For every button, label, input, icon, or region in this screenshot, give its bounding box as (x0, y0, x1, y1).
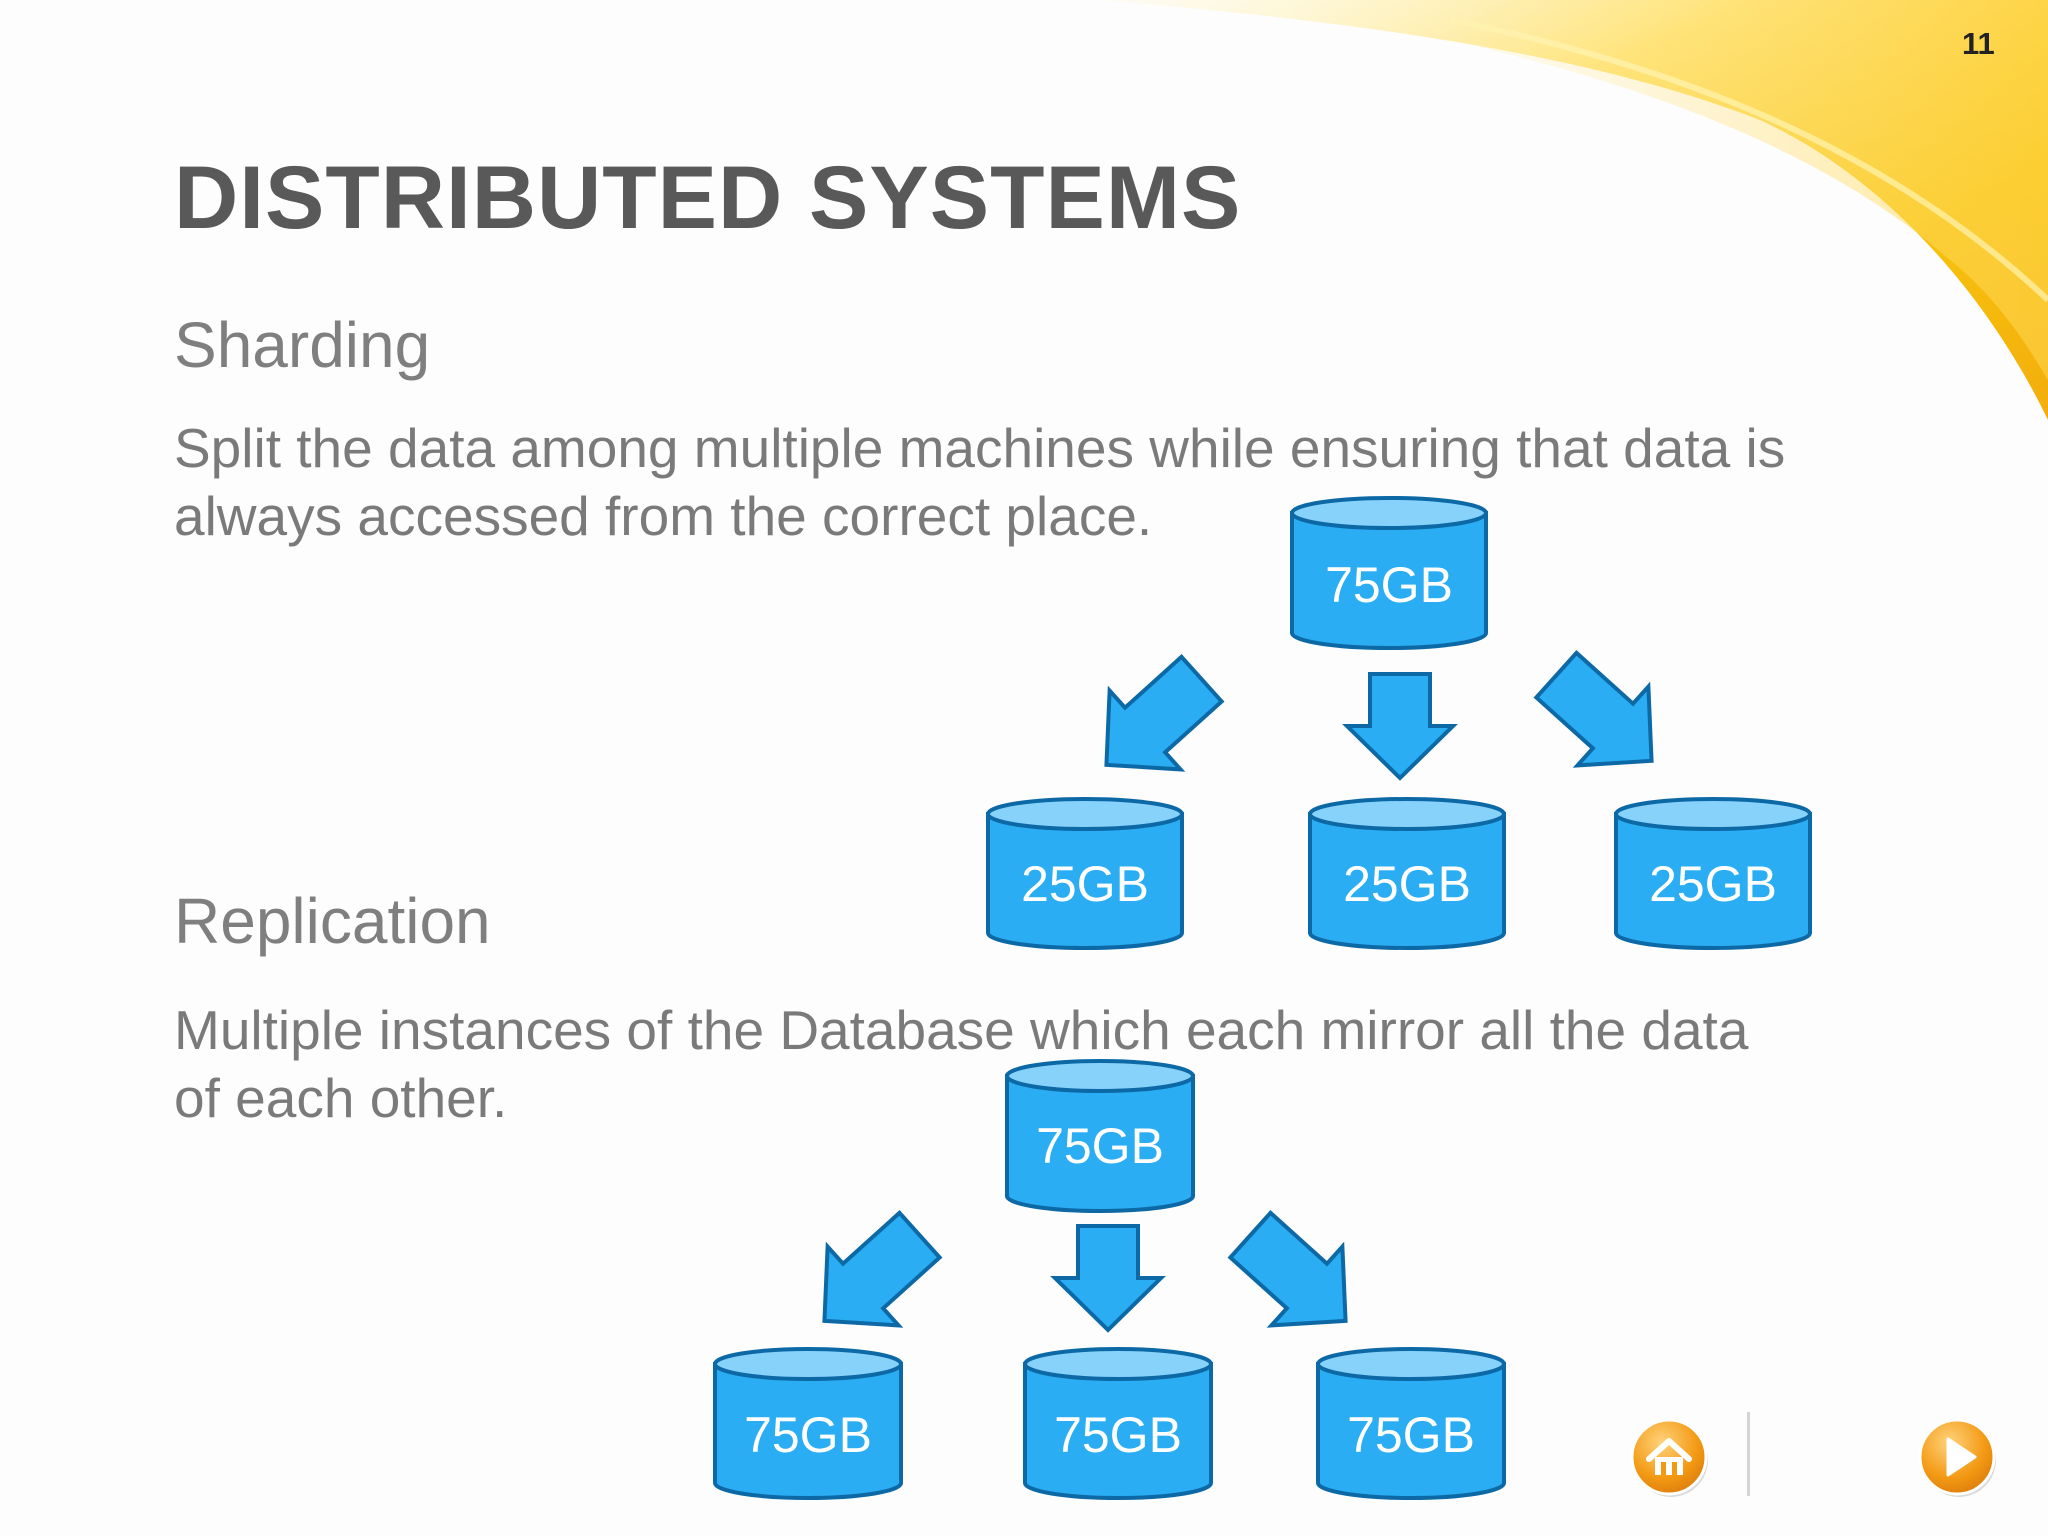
sharding-target-database-1 (986, 797, 1184, 950)
sharding-description: Split the data among multiple machines w… (174, 414, 1785, 550)
play-triangle-icon (1946, 1437, 1977, 1477)
replication-target-db-label-3: 75GB (1347, 1407, 1475, 1463)
sharding-description-line-1: Split the data among multiple machines w… (174, 417, 1786, 479)
nav-divider (1747, 1412, 1750, 1496)
replication-target-database-3 (1316, 1347, 1506, 1500)
replication-source-database (1005, 1059, 1195, 1213)
sharding-source-database (1290, 496, 1488, 650)
sharding-arrow-down (1342, 672, 1458, 781)
replication-arrow-down (1050, 1224, 1166, 1333)
sharding-target-db-label-1: 25GB (1021, 856, 1149, 912)
replication-arrow-left (822, 1210, 943, 1328)
sharding-description-line-2: always accessed from the correct place. (174, 485, 1153, 547)
replication-source-db-label: 75GB (1036, 1118, 1164, 1174)
sharding-target-database-3 (1614, 797, 1812, 950)
sharding-target-database-2 (1308, 797, 1506, 950)
replication-target-database-2 (1023, 1347, 1213, 1500)
sharding-arrow-left (1104, 654, 1225, 772)
slide-number: 11 (1962, 26, 1995, 61)
next-slide-button[interactable] (1917, 1417, 1997, 1497)
replication-heading: Replication (174, 885, 491, 957)
sharding-target-db-label-2: 25GB (1343, 856, 1471, 912)
sharding-target-db-label-3: 25GB (1649, 856, 1777, 912)
replication-description-line-2: of each other. (174, 1067, 508, 1129)
replication-arrow-right (1227, 1210, 1348, 1328)
replication-target-database-1 (713, 1347, 903, 1500)
home-icon (1646, 1438, 1692, 1475)
replication-description-line-1: Multiple instances of the Database which… (174, 999, 1749, 1061)
replication-target-db-label-2: 75GB (1054, 1407, 1182, 1463)
replication-target-db-label-1: 75GB (744, 1407, 872, 1463)
home-button[interactable] (1629, 1417, 1709, 1497)
slide-title: DISTRIBUTED SYSTEMS (174, 147, 1242, 247)
replication-description: Multiple instances of the Database which… (174, 996, 1748, 1132)
sharding-heading: Sharding (174, 309, 431, 381)
sharding-arrow-right (1533, 650, 1654, 768)
sharding-source-db-label: 75GB (1325, 557, 1453, 613)
